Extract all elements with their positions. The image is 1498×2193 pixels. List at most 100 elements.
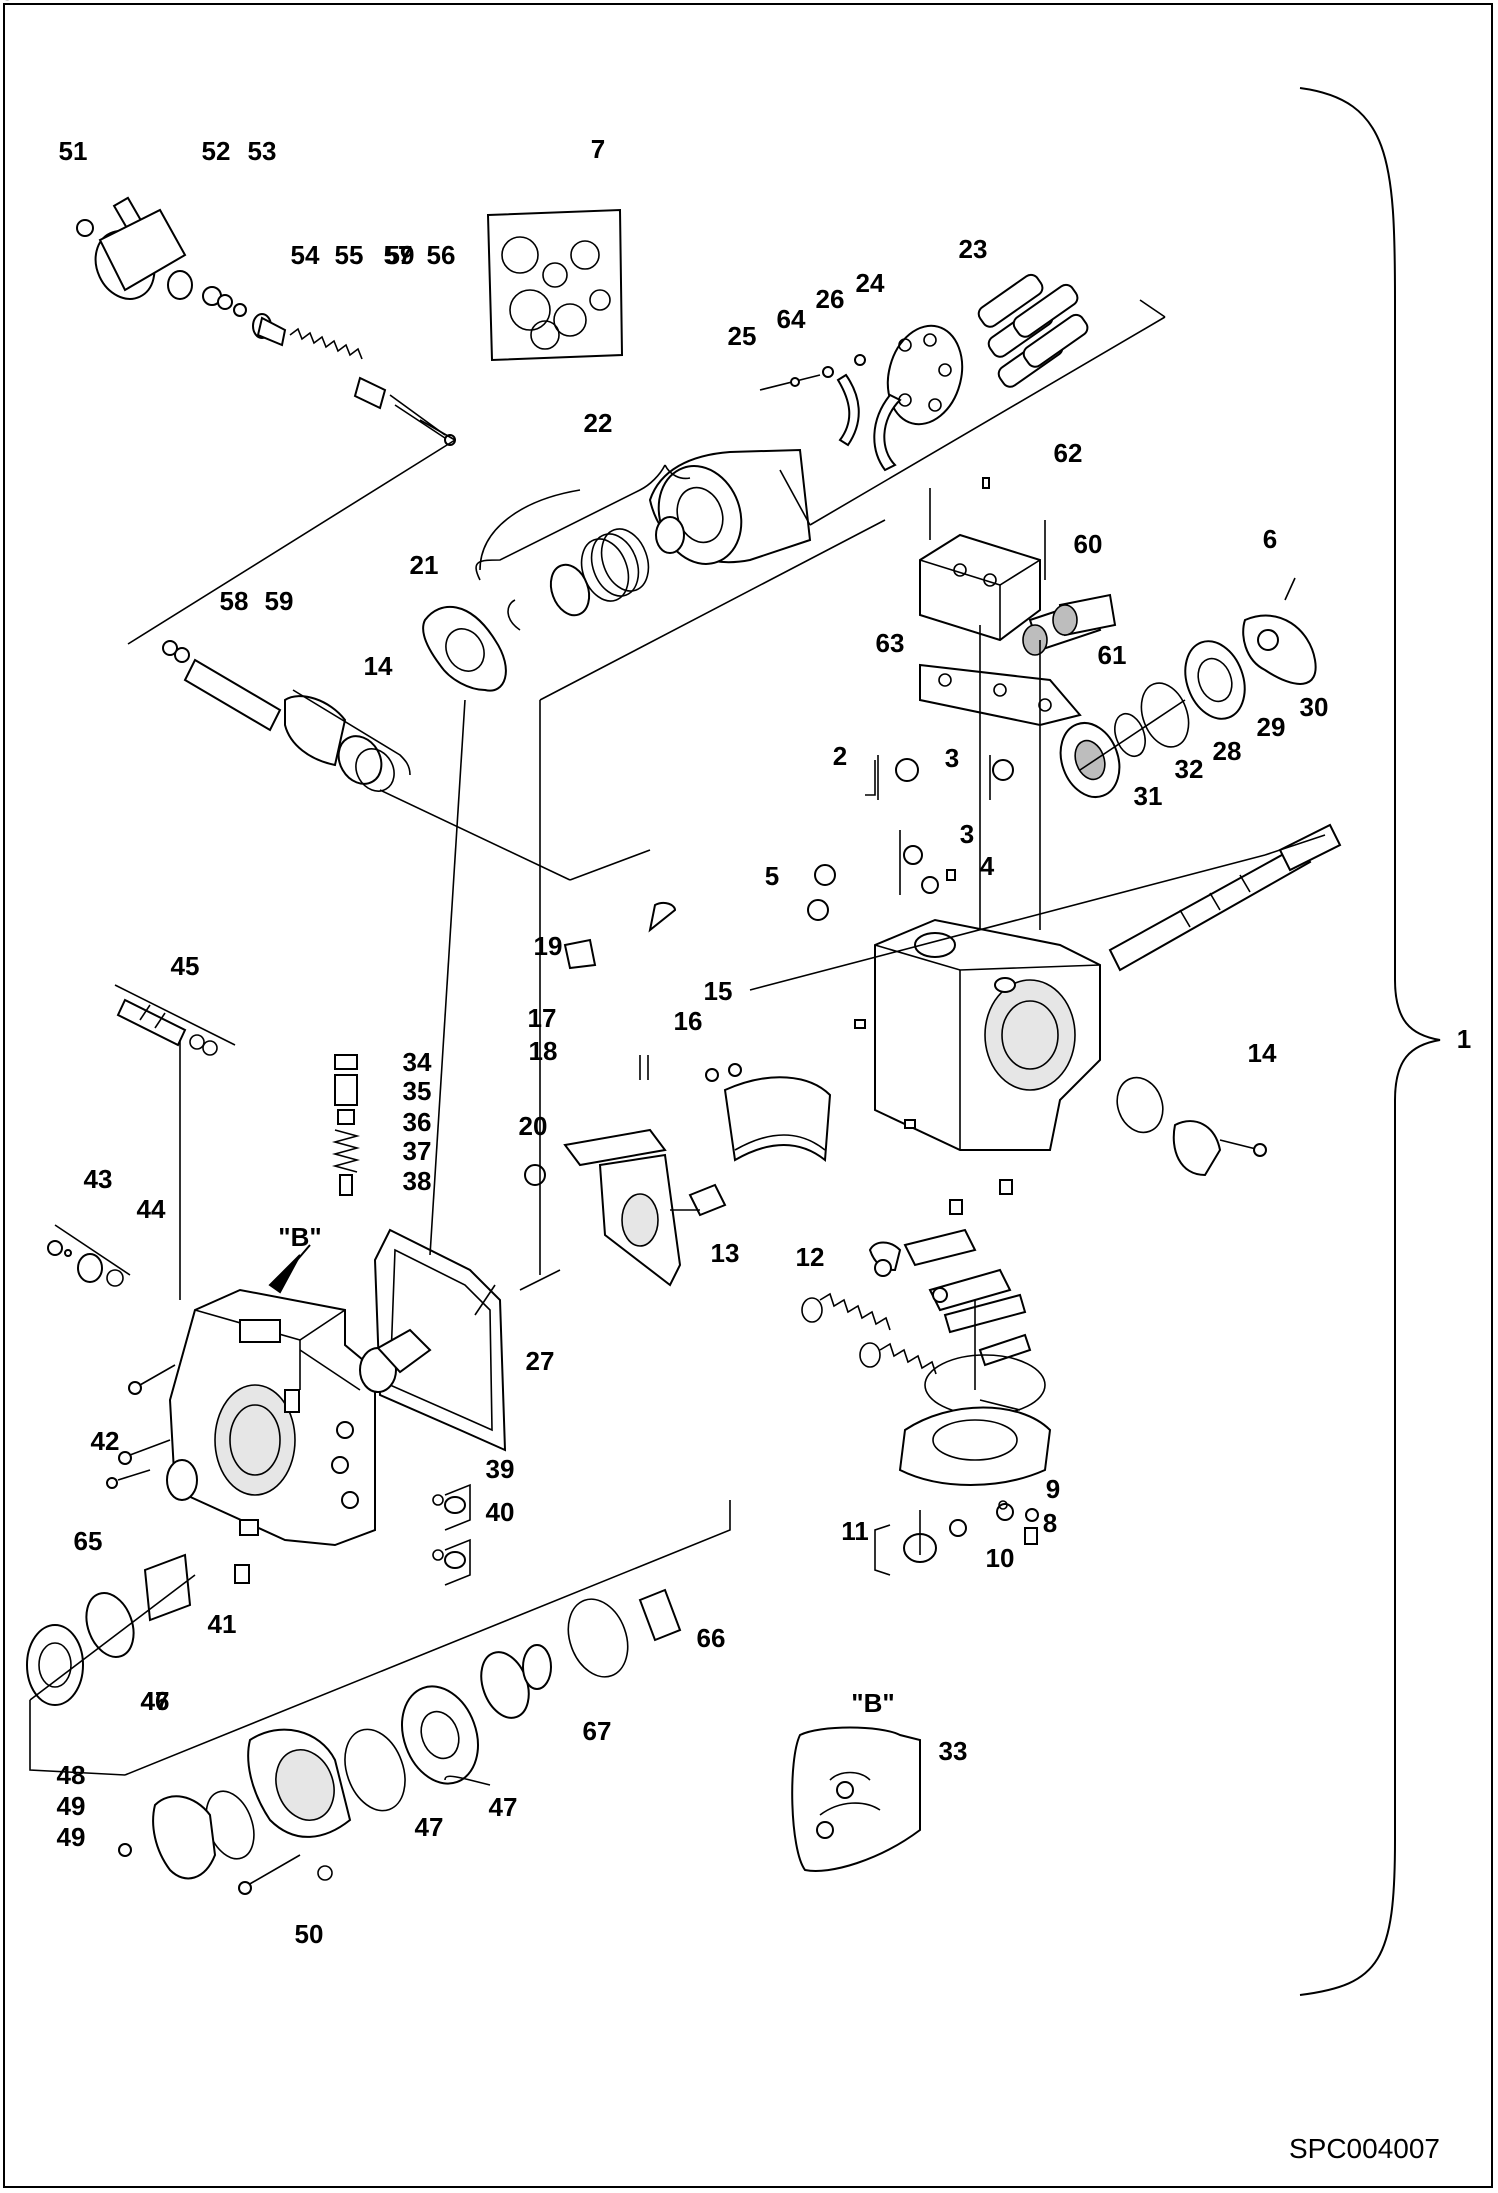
gasket [359, 1228, 507, 1452]
figure-code: SPC004007 [1289, 2133, 1440, 2164]
callout-14: 14 [364, 651, 393, 681]
callout-61: 61 [1098, 640, 1127, 670]
callout-1: 1 [1457, 1024, 1471, 1054]
assembly-brace [1299, 87, 1441, 1996]
servo-group [801, 1179, 1052, 1563]
callout-41: 41 [208, 1609, 237, 1639]
view-b-label: "B" [278, 1222, 321, 1252]
plugs-and-screws [47, 1240, 466, 1584]
callout-29: 29 [1257, 712, 1286, 742]
swash-plate-group [524, 901, 832, 1287]
callout-21: 21 [410, 550, 439, 580]
callout-68: 68 [0, 0, 14, 6]
callout-4: 4 [980, 851, 995, 881]
swash-pin-parts [759, 354, 866, 447]
view-b-inset-label: "B" [851, 1688, 894, 1718]
callout-19: 19 [534, 931, 563, 961]
callout-45: 45 [171, 951, 200, 981]
cylinder-block [479, 448, 812, 631]
callout-52: 52 [202, 136, 231, 166]
callout-9: 9 [1046, 1474, 1060, 1504]
plate-21 [422, 606, 507, 692]
callout-10: 10 [986, 1543, 1015, 1573]
callout-32: 32 [1175, 754, 1204, 784]
callout-17: 17 [528, 1003, 557, 1033]
callout-34: 34 [403, 1047, 432, 1077]
callout-31: 31 [1134, 781, 1163, 811]
callout-50: 50 [295, 1919, 324, 1949]
callout-38: 38 [403, 1166, 432, 1196]
callout-44: 44 [137, 1194, 166, 1224]
callout-49: 49 [57, 1822, 86, 1852]
regulator-block [919, 477, 1117, 727]
callout-54: 54 [291, 240, 320, 270]
callout-59: 59 [386, 240, 415, 270]
callout-51: 51 [59, 136, 88, 166]
callout-12: 12 [796, 1242, 825, 1272]
shaft-seal-parts [1059, 577, 1317, 798]
callout-57: 57 [384, 240, 413, 270]
callout-42: 42 [91, 1426, 120, 1456]
callout-39: 39 [486, 1454, 515, 1484]
callout-35: 35 [403, 1076, 432, 1106]
callout-6: 6 [1263, 524, 1277, 554]
callout-8: 8 [1043, 1508, 1057, 1538]
callout-5: 5 [765, 861, 779, 891]
pin-and-sleeve [162, 640, 395, 792]
callout-66: 66 [697, 1623, 726, 1653]
port-block [168, 1288, 376, 1547]
relief-valve [116, 998, 218, 1056]
callout-22: 22 [584, 408, 613, 438]
rear-cover [1116, 1076, 1267, 1177]
callout-60: 60 [1074, 529, 1103, 559]
callout-13: 13 [711, 1238, 740, 1268]
callout-36: 36 [403, 1107, 432, 1137]
leader-lines [29, 299, 1326, 1776]
callout-28: 28 [1213, 736, 1242, 766]
callout-30: 30 [1300, 692, 1329, 722]
spring-stack [331, 1054, 361, 1196]
callout-47: 47 [415, 1812, 444, 1842]
callout-20: 20 [519, 1111, 548, 1141]
callout-7: 7 [591, 134, 605, 164]
callout-23: 23 [959, 234, 988, 264]
callout-58: 58 [220, 586, 249, 616]
drawing-frame [3, 3, 1493, 2188]
callout-56: 56 [427, 240, 456, 270]
drive-shaft [1108, 823, 1342, 972]
callout-3: 3 [945, 743, 959, 773]
callout-47: 47 [489, 1792, 518, 1822]
callout-53: 53 [248, 136, 277, 166]
pump-housing [807, 758, 1101, 1151]
callout-11: 11 [841, 1516, 869, 1546]
control-valve-assembly [76, 196, 456, 446]
bracket-lines [54, 464, 991, 1786]
callout-59: 59 [265, 586, 294, 616]
seal-kit-bag [486, 208, 624, 362]
callout-43: 43 [84, 1164, 113, 1194]
callout-65: 65 [74, 1526, 103, 1556]
callout-3: 3 [960, 819, 974, 849]
callout-16: 16 [674, 1006, 703, 1036]
callout-64: 64 [777, 304, 806, 334]
callout-15: 15 [704, 976, 733, 1006]
callout-49: 49 [57, 1791, 86, 1821]
callout-33: 33 [939, 1736, 968, 1766]
pistons-and-valve-plate [873, 273, 1089, 472]
callout-55: 55 [335, 240, 364, 270]
callout-37: 37 [403, 1136, 432, 1166]
callout-46: 46 [141, 1686, 170, 1716]
view-b-detail [791, 1726, 921, 1872]
callout-63: 63 [876, 628, 905, 658]
callout-47: 47 [141, 1686, 170, 1716]
callout-62: 62 [1054, 438, 1083, 468]
callout-48: 48 [57, 1760, 86, 1790]
callout-2: 2 [833, 741, 847, 771]
callout-27: 27 [526, 1346, 555, 1376]
callout-40: 40 [486, 1497, 515, 1527]
callout-24: 24 [856, 268, 885, 298]
callout-26: 26 [816, 284, 845, 314]
callout-14: 14 [1248, 1038, 1277, 1068]
